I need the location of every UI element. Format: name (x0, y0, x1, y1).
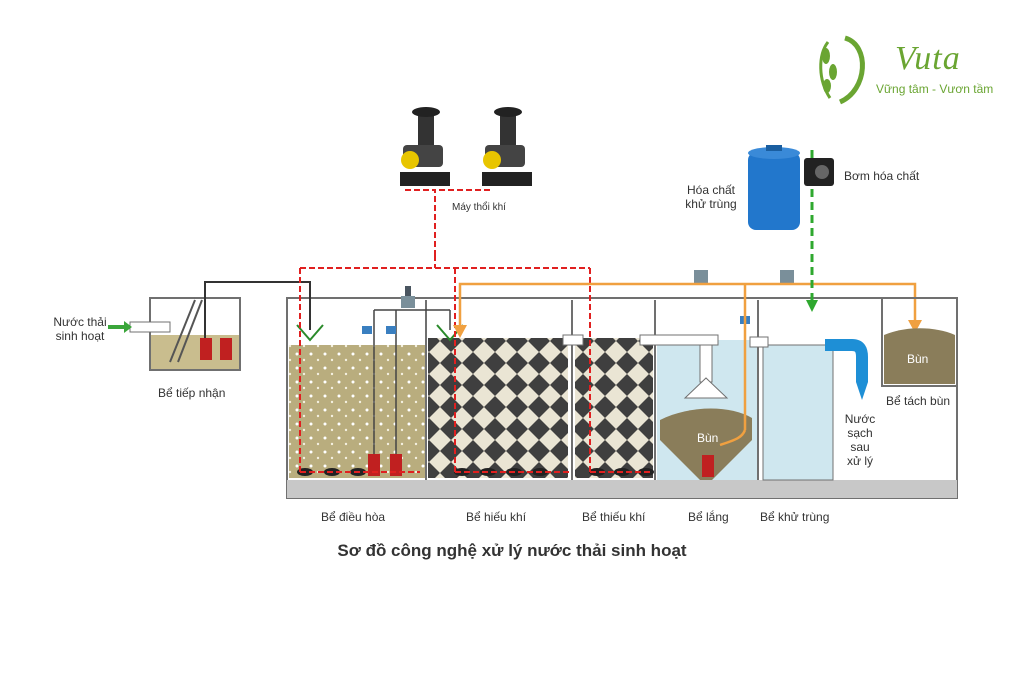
disinfection-tank-label: Bể khử trùng (760, 510, 830, 524)
chemical-label-line2: khử trùng (685, 197, 737, 211)
dosing-pump-label: Bơm hóa chất (844, 169, 920, 183)
disinfection-water (762, 344, 834, 481)
arrow-icon (296, 324, 324, 342)
pump-icon (368, 454, 380, 476)
inflow-label-line1: Nước thải (53, 315, 107, 329)
aerobic-tank-label: Bể hiếu khí (466, 510, 527, 524)
chemical-label: Hóa chất khử trùng (676, 183, 746, 211)
arrow-icon (806, 300, 818, 312)
inflow-label: Nước thải sinh hoạt (44, 315, 116, 343)
dosing-pump-icon (804, 158, 834, 186)
arrow-icon (908, 320, 922, 333)
sludge-tank (881, 297, 958, 387)
equalization-tank-label: Bể điều hòa (321, 510, 386, 524)
pump-icon (220, 338, 232, 360)
aerobic-media (428, 338, 568, 478)
inflow-pipe (129, 321, 171, 333)
settling-tank-label: Bể lắng (688, 510, 729, 524)
anoxic-tank-label: Bể thiếu khí (582, 510, 646, 524)
settler-sludge-label: Bùn (697, 431, 719, 445)
outflow-label-line3: sau (850, 440, 870, 454)
blower-icon (400, 107, 450, 186)
brand-slogan: Vững tâm - Vươn tầm (876, 82, 994, 96)
outflow-label: Nước sạch sau xử lý (838, 412, 882, 468)
arrow-icon (856, 382, 868, 400)
outflow-label-line2: sạch (847, 426, 873, 440)
recycle-line (458, 282, 917, 447)
pump-icon (390, 454, 402, 476)
equalization-water (289, 345, 425, 478)
chemical-tank-icon (748, 145, 800, 230)
anoxic-media (575, 338, 653, 478)
receiving-tank (149, 297, 241, 371)
outlet-pipe (825, 339, 868, 382)
diagram-caption: Sơ đồ công nghệ xử lý nước thải sinh hoạ… (337, 541, 687, 560)
air-line (299, 189, 650, 473)
outflow-label-line4: xử lý (846, 454, 874, 468)
settling-tank (657, 339, 757, 480)
blower-icon (482, 107, 532, 186)
inflow-label-line2: sinh hoạt (55, 329, 105, 343)
pump-icon (702, 455, 714, 477)
sludge-tank-sludge-label: Bùn (907, 352, 929, 366)
chemical-label-line1: Hóa chất (686, 183, 736, 197)
brand-name: Vuta (895, 40, 961, 77)
blower-label: Máy thổi khí (452, 202, 506, 213)
arrow-icon (124, 321, 132, 333)
outflow-label-line1: Nước (844, 412, 876, 426)
pump-icon (200, 338, 212, 360)
receiving-tank-label: Bể tiếp nhận (158, 386, 226, 400)
leaf-logo-icon (819, 35, 865, 105)
valve-icon (401, 270, 794, 308)
tank-floor (287, 480, 957, 498)
sludge-tank-label: Bể tách bùn (886, 394, 951, 408)
arrow-icon (453, 325, 467, 338)
valve-icon (362, 316, 750, 334)
